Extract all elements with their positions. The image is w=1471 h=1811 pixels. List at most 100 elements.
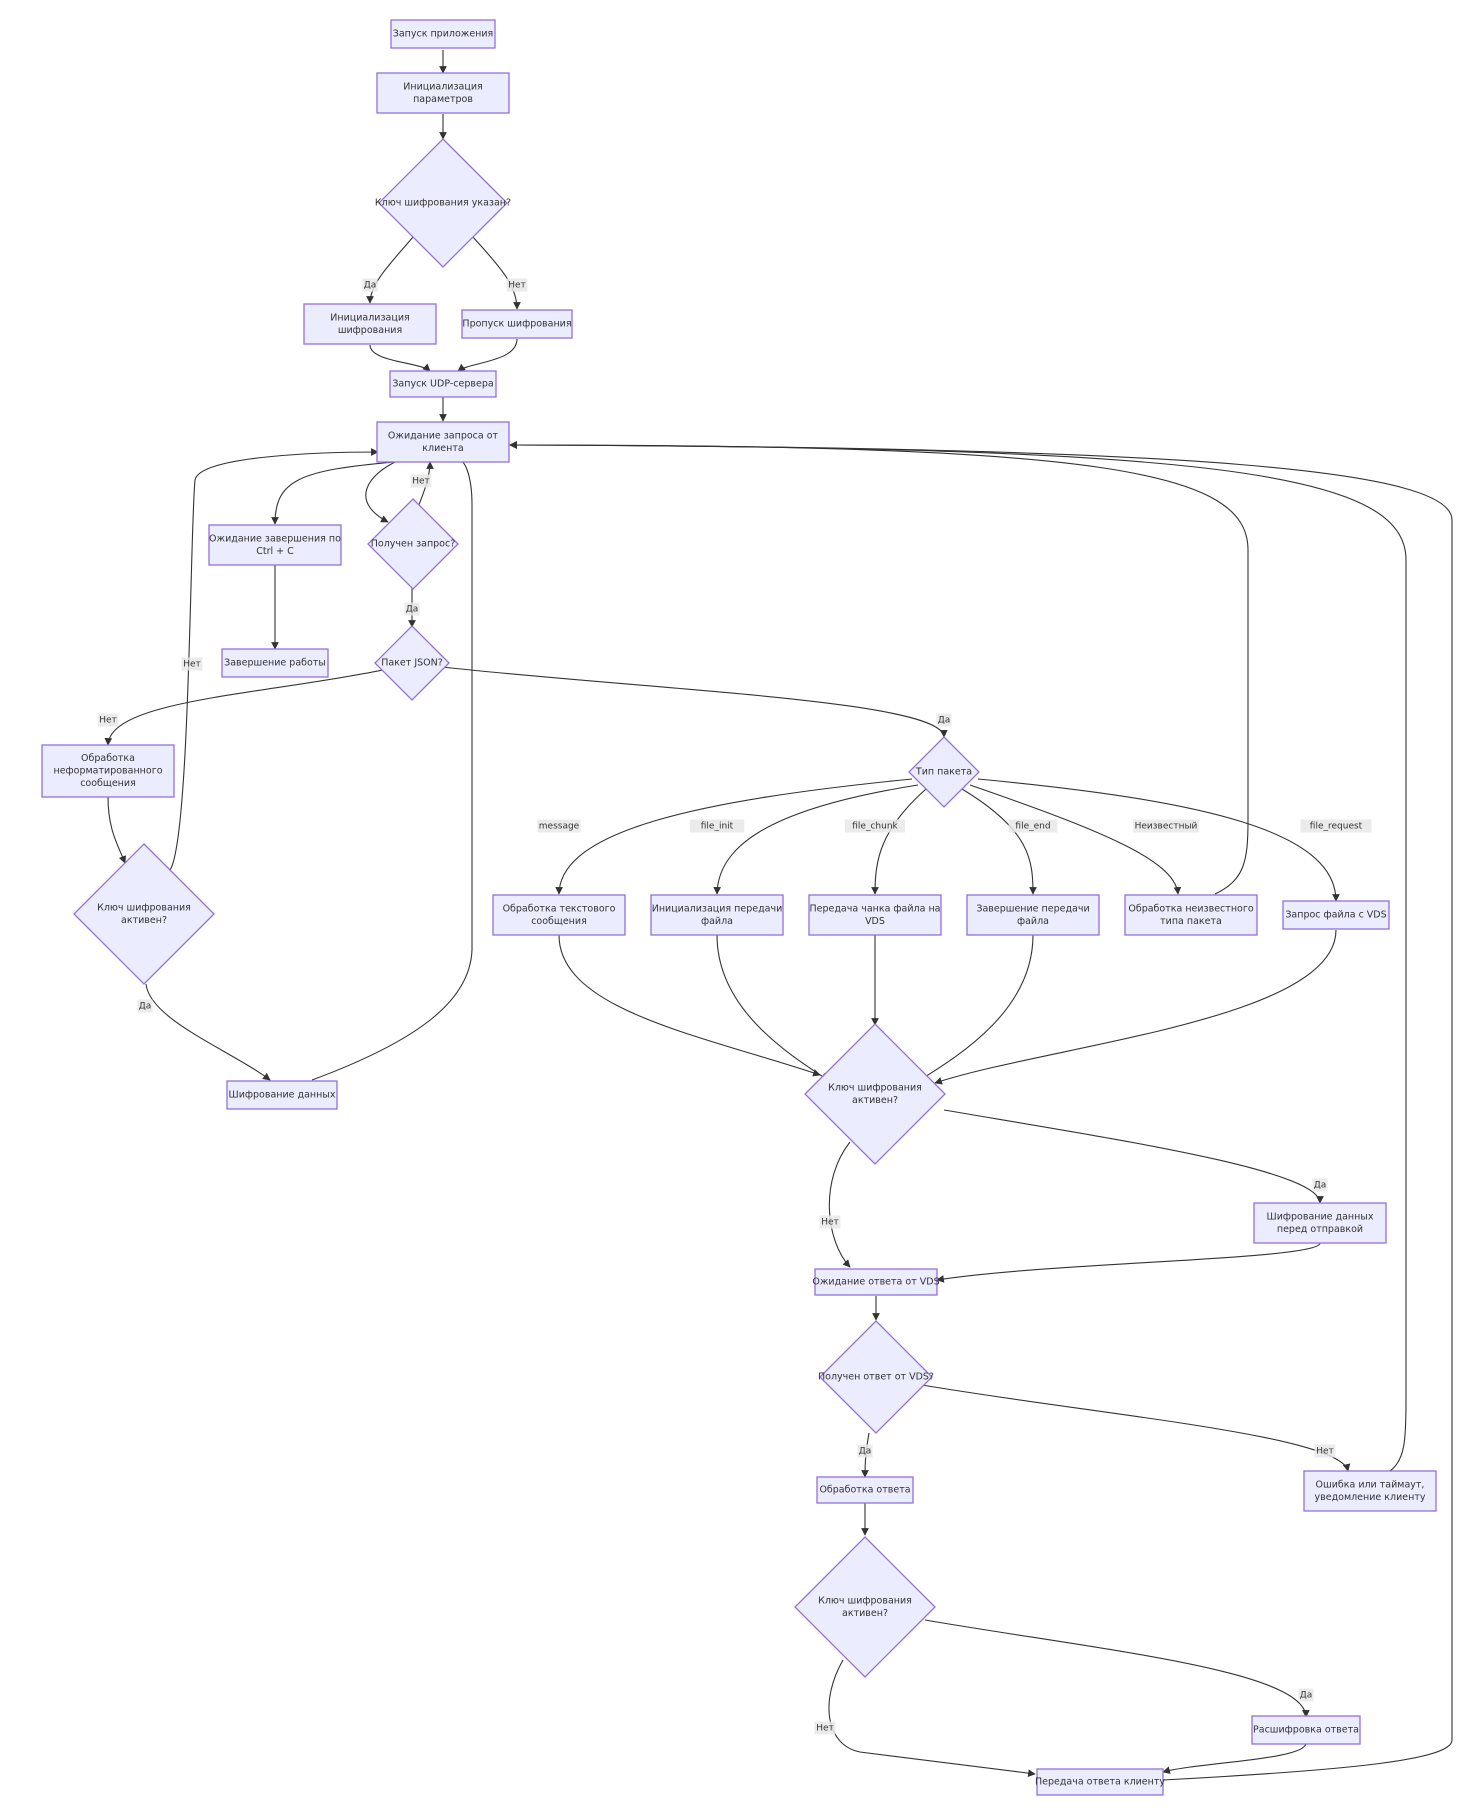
decision-diamond bbox=[908, 736, 980, 808]
node-proc-resp: Обработка ответа bbox=[816, 1476, 914, 1504]
edge-label-text: file_end bbox=[1015, 822, 1050, 832]
node-label: Завершение работы bbox=[224, 658, 326, 669]
edge-label-key-c-no: Нет bbox=[814, 1721, 836, 1735]
edge-encrypta-wait bbox=[311, 455, 473, 1081]
edge-fileend-keyb bbox=[919, 934, 1034, 1081]
edge-type-fileinit bbox=[713, 784, 919, 895]
edge-label-json-yes: Да bbox=[936, 713, 952, 727]
node-label: активен? bbox=[852, 1095, 898, 1106]
node-label: Получен ответ от VDS? bbox=[818, 1372, 934, 1383]
node-label: Ожидание ответа от VDS bbox=[812, 1277, 939, 1288]
node-box bbox=[1303, 1470, 1437, 1512]
node-label: Получен запрос? bbox=[371, 539, 456, 550]
edge-label-key-given-no: Нет bbox=[506, 278, 528, 292]
edge-fileinit-keyb bbox=[716, 934, 829, 1081]
edge-type-unknown bbox=[969, 784, 1182, 895]
edge-wait-ctrlc bbox=[271, 461, 396, 525]
node-box bbox=[1282, 900, 1390, 930]
edge-label-bg bbox=[1300, 819, 1372, 833]
node-label: Ожидание завершения по bbox=[209, 533, 341, 544]
edge-label-text: Да bbox=[406, 605, 419, 615]
node-label: Обработка ответа bbox=[819, 1485, 910, 1496]
edge-label-key-c-yes: Да bbox=[1298, 1688, 1314, 1702]
edge-label-text: file_init bbox=[701, 822, 734, 832]
edge-keyb-yes bbox=[943, 1109, 1324, 1204]
node-box bbox=[650, 894, 784, 936]
edge-label-text: Да bbox=[859, 1447, 872, 1457]
edge-label-bg bbox=[1314, 1444, 1336, 1458]
node-vds-received: Получен ответ от VDS? bbox=[818, 1320, 934, 1434]
node-box bbox=[390, 19, 496, 49]
node-label: VDS bbox=[865, 916, 885, 927]
edge-label-text: Нет bbox=[508, 281, 526, 291]
edge-label-text: Да bbox=[1300, 1691, 1313, 1701]
node-is-json: Пакет JSON? bbox=[374, 625, 450, 701]
node-label: сообщения bbox=[531, 916, 587, 927]
node-label: перед отправкой bbox=[1277, 1224, 1363, 1235]
node-label: Передача ответа клиенту bbox=[1035, 1777, 1165, 1788]
edge-filereq-keyb bbox=[934, 929, 1337, 1085]
node-err-timeout: Ошибка или таймаут,уведомление клиенту bbox=[1303, 1470, 1437, 1512]
node-label: файла bbox=[701, 916, 733, 927]
decision-diamond bbox=[367, 498, 459, 590]
node-key-given: Ключ шифрования указан? bbox=[375, 138, 511, 268]
edge-label-bg bbox=[1298, 1688, 1314, 1702]
edge-label-vds-yes: Да bbox=[857, 1444, 873, 1458]
node-label: Пакет JSON? bbox=[381, 658, 443, 669]
node-label: шифрования bbox=[338, 325, 402, 336]
node-label: Инициализация bbox=[330, 312, 409, 323]
edge-keygiven-no bbox=[472, 236, 521, 310]
node-label: Ctrl + C bbox=[256, 546, 294, 557]
node-finish-file: Завершение передачи файла bbox=[966, 894, 1100, 936]
edge-label-key-a-yes: Да bbox=[137, 999, 153, 1013]
node-label: Обработка текстового bbox=[503, 903, 616, 914]
node-proc-text: Обработка текстового сообщения bbox=[492, 894, 626, 936]
edge-label-text: Да bbox=[938, 716, 951, 726]
node-file-req-vds: Запрос файла с VDS bbox=[1282, 900, 1390, 930]
node-box bbox=[808, 894, 942, 936]
node-label: Обработка неизвестного bbox=[1128, 903, 1253, 914]
node-label: Шифрование данных bbox=[1267, 1211, 1374, 1222]
node-decrypt-resp: Расшифровка ответа bbox=[1251, 1715, 1361, 1745]
edge-type-fileend bbox=[961, 788, 1037, 895]
edge-label-text: message bbox=[539, 822, 580, 832]
node-label: Ключ шифрования bbox=[97, 902, 191, 913]
edge-label-text: Да bbox=[1314, 1181, 1327, 1191]
node-label: Расшифровка ответа bbox=[1253, 1725, 1359, 1736]
edge-label-bg bbox=[1008, 819, 1058, 833]
edge-label-bg bbox=[857, 1444, 873, 1458]
node-skip-enc: Пропуск шифрования bbox=[461, 309, 573, 339]
node-label: клиента bbox=[422, 443, 463, 454]
edge-unformatted-keya bbox=[107, 796, 127, 864]
edge-label-text: file_request bbox=[1310, 822, 1363, 832]
edge-label-text: Да bbox=[364, 281, 377, 291]
edge-label-t-file-request: file_request bbox=[1300, 819, 1372, 833]
node-label: файла bbox=[1017, 916, 1049, 927]
edge-keyc-no bbox=[828, 1659, 1036, 1777]
edge-label-text: Нет bbox=[412, 477, 430, 487]
edge-label-req-yes: Да bbox=[404, 602, 420, 616]
edge-label-req-no: Нет bbox=[410, 474, 432, 488]
node-box bbox=[816, 1476, 914, 1504]
edge-type-filereq bbox=[977, 778, 1340, 902]
node-label: параметров bbox=[413, 94, 473, 105]
edge-label-text: Нет bbox=[99, 716, 117, 726]
edge-keyb-no bbox=[828, 1141, 851, 1268]
edge-label-bg bbox=[410, 474, 432, 488]
node-label: Завершение передачи bbox=[976, 903, 1089, 914]
edge-type-message bbox=[555, 778, 913, 895]
edge-label-bg bbox=[97, 713, 119, 727]
edge-keya-yes bbox=[145, 983, 271, 1081]
node-encrypt-a: Шифрование данных bbox=[226, 1080, 338, 1110]
edge-label-bg bbox=[814, 1721, 836, 1735]
edge-label-text: Да bbox=[139, 1002, 152, 1012]
edge-label-text: Нет bbox=[816, 1724, 834, 1734]
node-send-client: Передача ответа клиенту bbox=[1035, 1768, 1165, 1796]
edge-decrypt-send bbox=[1162, 1742, 1307, 1774]
edge-label-bg bbox=[1133, 819, 1199, 833]
